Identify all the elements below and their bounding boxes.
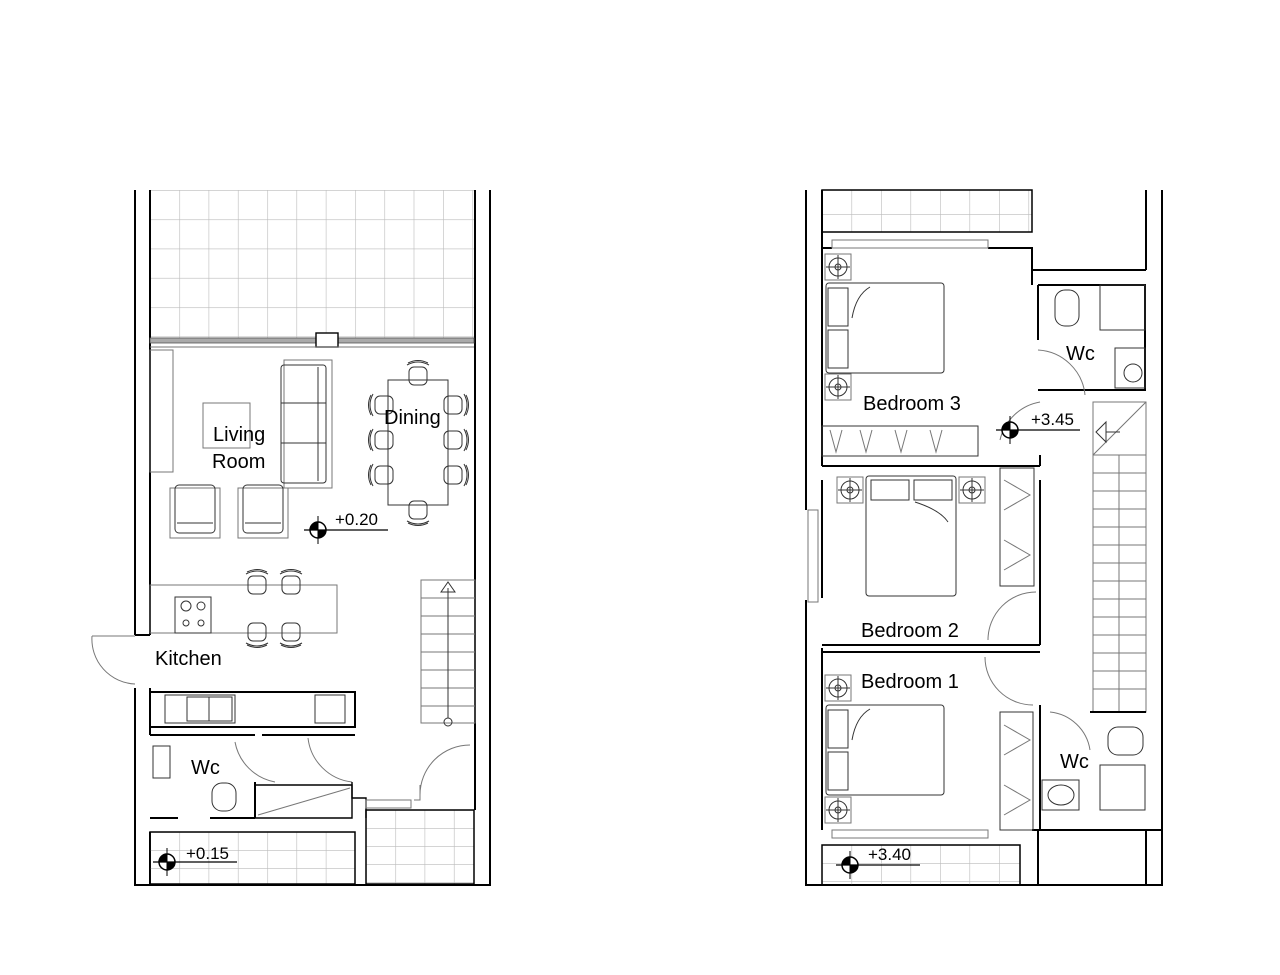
label-kitchen: Kitchen: [155, 648, 222, 670]
label-bedroom3: Bedroom 3: [863, 393, 961, 415]
porch-tiles: [365, 809, 475, 885]
right-wall: [474, 190, 491, 886]
level-landing: +3.45: [1031, 410, 1074, 429]
entry-tiles: [149, 831, 356, 885]
label-living: Living: [213, 424, 265, 446]
sofa: [280, 359, 333, 489]
wc-top: [1037, 284, 1146, 396]
label-wc-top: Wc: [1066, 343, 1095, 365]
window-bedroom2: [807, 509, 819, 603]
staircase-ground: [420, 579, 476, 727]
door-handle: [315, 332, 339, 348]
label-bedroom2: Bedroom 2: [861, 620, 959, 642]
label-dining: Dining: [384, 407, 441, 429]
label-wc-ground: Wc: [191, 757, 220, 779]
level-main: +0.20: [335, 510, 378, 529]
level-balcony: +3.40: [868, 845, 911, 864]
armchair-right: [237, 484, 289, 539]
sliding-door: [149, 337, 475, 344]
terrace-tiles: [150, 190, 474, 338]
coffee-table: [202, 402, 251, 449]
balcony-top-tiles: [821, 189, 1033, 233]
entry-door: [91, 635, 136, 685]
staircase-first: [999, 401, 1147, 713]
left-wall-lower: [134, 688, 151, 886]
armchair-left: [169, 484, 221, 539]
bedroom2: [822, 467, 1041, 646]
tv-unit: [149, 349, 174, 473]
kitchen-counter: [149, 691, 356, 728]
bedroom1: [822, 651, 1162, 839]
bed-bedroom3: [824, 253, 945, 401]
kitchen-island: [149, 569, 338, 648]
level-entry: +0.15: [186, 844, 229, 863]
bedroom3-walls: [822, 247, 1146, 391]
label-bedroom1: Bedroom 1: [861, 671, 959, 693]
label-wc-bottom: Wc: [1060, 751, 1089, 773]
ground-wc: [150, 734, 471, 819]
wc-bottom: [1041, 711, 1146, 811]
first-floor-plan: Bedroom 3 Wc Bedroom 2 Bedroom 1 Wc +3.4…: [804, 189, 1163, 886]
wardrobe-bedroom3: [821, 425, 979, 457]
dining-table: [368, 360, 469, 526]
left-wall-upper: [134, 190, 151, 636]
label-room: Room: [212, 451, 265, 473]
bedroom3-bottom-wall: [822, 455, 1041, 598]
outer-walls: [805, 190, 1163, 886]
ground-floor-plan: Living Room Dining Kitchen Wc +0.20 +0.1…: [91, 190, 491, 886]
